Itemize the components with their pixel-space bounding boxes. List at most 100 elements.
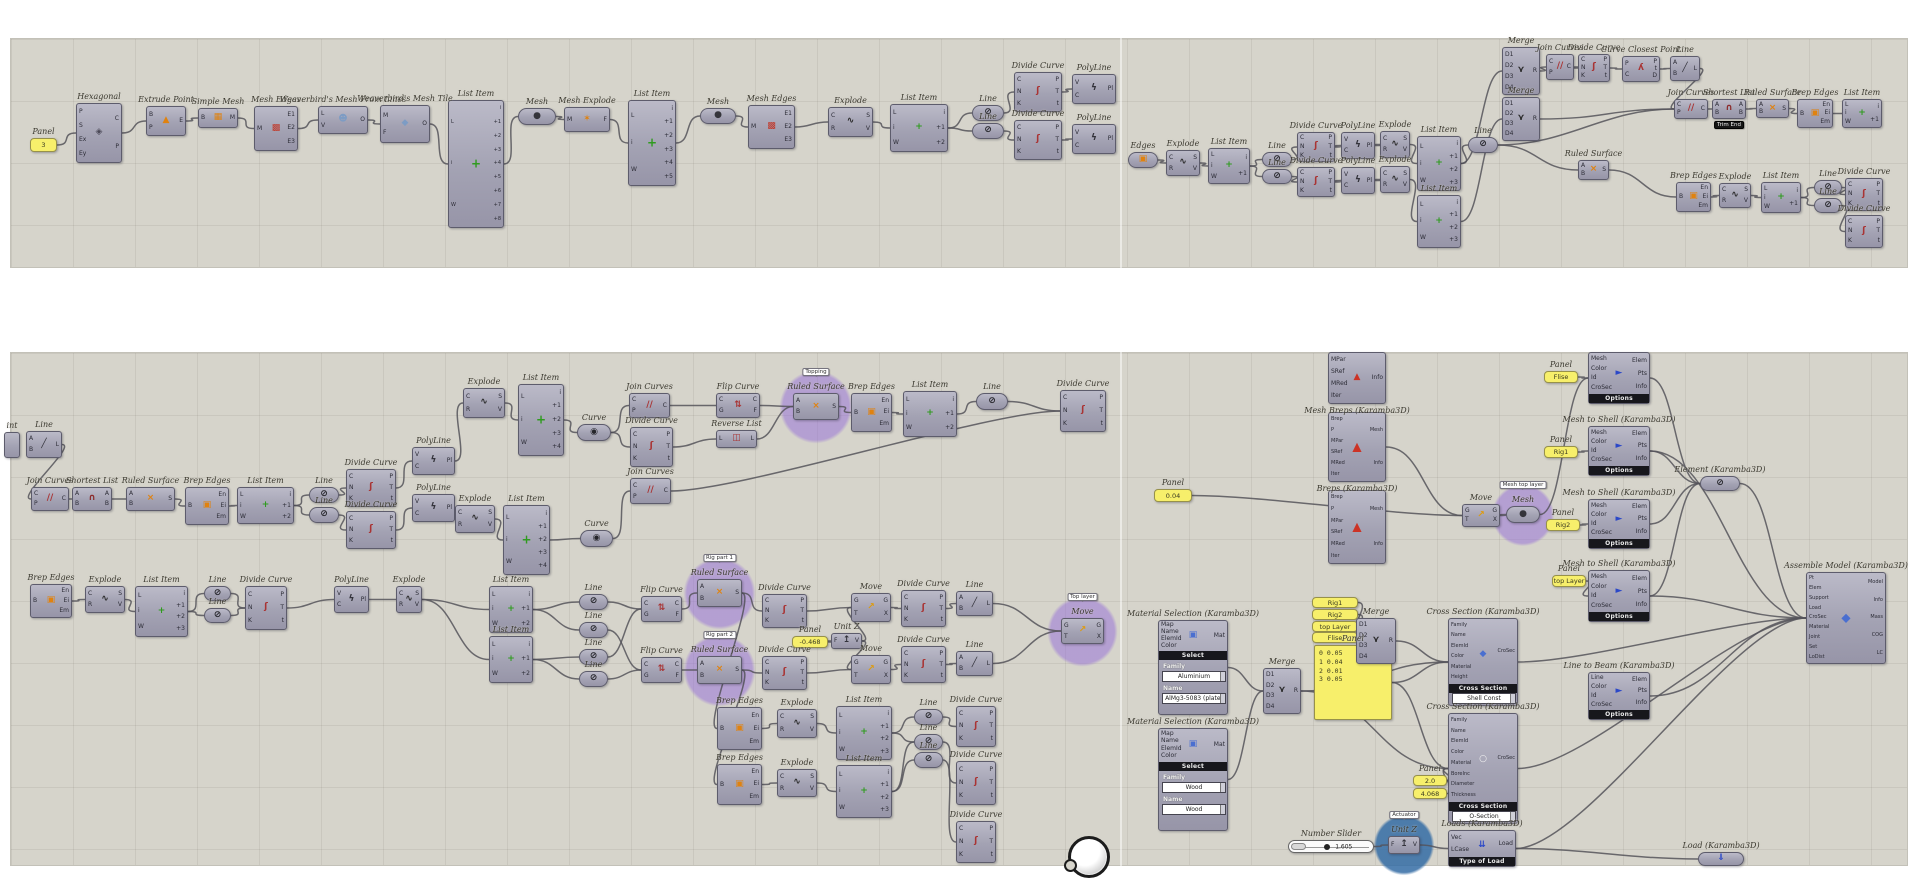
port-in[interactable]: A <box>700 660 705 667</box>
line-node[interactable]: ⊘ <box>309 487 339 503</box>
port-out[interactable]: Ei <box>883 408 889 416</box>
port-in[interactable]: K <box>1300 186 1304 194</box>
port-out[interactable]: B <box>1738 109 1743 116</box>
port-in[interactable]: K <box>959 850 963 858</box>
port-in[interactable]: W <box>893 138 899 146</box>
port-in[interactable]: Color <box>1591 437 1607 445</box>
port-in[interactable]: Color <box>1451 653 1465 660</box>
port-out[interactable]: S <box>415 589 419 597</box>
port-in[interactable]: B <box>1679 193 1684 200</box>
port-in[interactable]: K <box>904 615 908 623</box>
port-out[interactable]: P <box>1055 76 1059 83</box>
port-out[interactable]: L <box>986 599 990 607</box>
port-in[interactable]: C <box>415 510 420 517</box>
port-in[interactable]: T <box>854 671 858 679</box>
line-node[interactable]: ⊘ <box>972 123 1004 139</box>
port-out[interactable]: i <box>559 388 561 396</box>
port-out[interactable]: i <box>943 109 945 117</box>
port-in[interactable]: L <box>506 514 510 521</box>
line-node[interactable]: ⊘ <box>309 507 339 523</box>
port-in[interactable]: K <box>1063 419 1067 427</box>
port-out[interactable]: P <box>1876 217 1880 225</box>
port-out[interactable]: P <box>1055 124 1059 131</box>
port-in[interactable]: A <box>75 490 80 497</box>
port-out[interactable]: X <box>883 609 888 617</box>
port-in[interactable]: C <box>959 765 964 773</box>
port-in[interactable]: D1 <box>1266 671 1275 679</box>
port-in[interactable]: R <box>458 521 463 528</box>
port-in[interactable]: C <box>349 514 354 522</box>
port-out[interactable]: +7 <box>493 201 501 208</box>
port-in[interactable]: M <box>751 123 757 130</box>
port-in[interactable]: R <box>1722 196 1727 204</box>
port-in[interactable]: B <box>959 664 964 672</box>
port-in[interactable]: Color <box>1591 582 1607 590</box>
port-out[interactable]: T <box>1876 190 1880 198</box>
port-in[interactable]: A <box>959 594 964 602</box>
port-out[interactable]: +5 <box>493 174 501 181</box>
port-out[interactable]: T <box>1603 64 1607 71</box>
port-out[interactable]: T <box>800 669 804 676</box>
port-out[interactable]: i <box>545 509 547 517</box>
port-in[interactable]: Brep <box>1331 416 1343 422</box>
port-in[interactable]: Height <box>1451 674 1468 681</box>
port-out[interactable]: P <box>989 710 993 718</box>
int-node[interactable] <box>4 432 20 458</box>
port-out[interactable]: Elem <box>1632 356 1647 364</box>
panel-node[interactable]: 2.0 <box>1413 775 1447 786</box>
port-in[interactable]: D4 <box>1505 130 1514 137</box>
port-out[interactable]: +3 <box>176 625 185 633</box>
port-in[interactable]: A <box>700 583 705 590</box>
port-in[interactable]: K <box>904 671 908 679</box>
port-in[interactable]: P <box>1549 68 1553 76</box>
port-in[interactable]: P <box>1331 427 1335 433</box>
port-out[interactable]: S <box>118 589 122 597</box>
port-in[interactable]: C <box>1383 169 1388 177</box>
port-in[interactable]: i <box>839 728 841 736</box>
port-in[interactable]: B <box>201 114 206 121</box>
port-in[interactable]: K <box>1017 100 1021 107</box>
material-dropdown[interactable]: AlMg3-5083 (plate) <box>1162 693 1226 705</box>
port-in[interactable]: Iter <box>1331 471 1340 477</box>
port-in[interactable]: W <box>1211 172 1217 180</box>
line-node[interactable]: ⊘ <box>976 393 1008 410</box>
port-out[interactable]: D <box>1652 72 1657 80</box>
port-in[interactable]: Name <box>1451 727 1466 734</box>
port-in[interactable]: CroSec <box>1591 384 1612 392</box>
port-out[interactable]: +2 <box>1449 223 1458 231</box>
port-in[interactable]: N <box>904 604 909 612</box>
port-out[interactable]: L <box>1693 64 1697 72</box>
port-out[interactable]: i <box>183 589 185 597</box>
r23-node[interactable]: top Layer <box>1312 621 1358 632</box>
port-in[interactable]: N <box>1300 142 1305 150</box>
port-in[interactable]: K <box>1300 151 1304 159</box>
port-out[interactable]: L <box>986 659 990 667</box>
port-out[interactable]: t <box>667 455 670 462</box>
port-out[interactable]: Elem <box>1632 503 1647 511</box>
port-out[interactable]: i <box>671 104 673 112</box>
port-out[interactable]: En <box>61 587 69 594</box>
port-out[interactable]: +6 <box>493 187 501 194</box>
